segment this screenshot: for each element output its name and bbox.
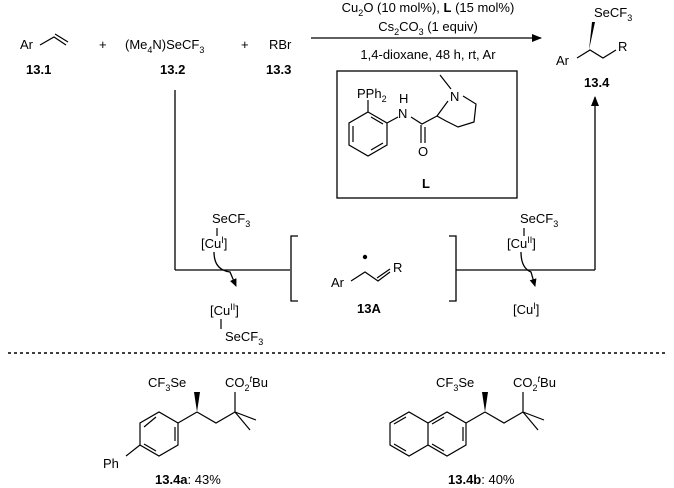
halide-id: 13.3 bbox=[266, 62, 291, 77]
ex-a-ring-double bbox=[143, 416, 176, 452]
reagent-id: 13.2 bbox=[160, 62, 185, 77]
substrate-ar-label: Ar bbox=[20, 37, 34, 52]
radical-13A: Ar R 13A bbox=[331, 254, 402, 316]
left-bracket bbox=[290, 235, 298, 302]
right-cu-reagent: SeCF3 [CuII] bbox=[507, 211, 558, 251]
example-13-4b: CF3Se CO2tBu 13.4b: 40% bbox=[389, 374, 556, 487]
conditions-line-2: Cs2CO3 (1 equiv) bbox=[378, 19, 478, 37]
left-out-cu-ii: [CuII] bbox=[210, 302, 239, 318]
n-bond bbox=[386, 116, 399, 124]
right-cu-ii: [CuII] bbox=[507, 235, 536, 251]
ex-a-ph: Ph bbox=[103, 456, 119, 471]
pph2-label: PPh2 bbox=[357, 86, 387, 104]
amide-n: N bbox=[398, 106, 407, 121]
ex-a-dimethyl bbox=[234, 411, 257, 431]
ex-b-link bbox=[465, 411, 486, 424]
carbonyl-o: O bbox=[418, 144, 428, 159]
left-out-secf3: SeCF3 bbox=[225, 329, 263, 347]
ring-n: N bbox=[450, 89, 459, 104]
right-secf3: SeCF3 bbox=[520, 211, 558, 229]
radical-chain bbox=[350, 268, 391, 282]
ex-b-ring-double bbox=[393, 416, 464, 452]
ligand-box: PPh2 N H O N L bbox=[336, 70, 518, 199]
ex-b-ester: CO2tBu bbox=[513, 374, 556, 393]
product-id: 13.4 bbox=[584, 75, 610, 90]
example-13-4a: CF3Se Ph CO2tBu 13.4a: 43% bbox=[103, 374, 268, 487]
substrate-id: 13.1 bbox=[26, 62, 51, 77]
radical-ar: Ar bbox=[331, 275, 345, 290]
amide-h: H bbox=[399, 91, 408, 106]
product-chain bbox=[576, 49, 617, 59]
ligand-frame bbox=[336, 70, 518, 199]
ex-b-chain bbox=[484, 411, 524, 424]
left-cu-reagent: SeCF3 [CuI] bbox=[201, 211, 250, 251]
ex-a-chain bbox=[196, 411, 236, 424]
plus-sign: + bbox=[99, 37, 107, 52]
halide-13-3: RBr 13.3 bbox=[266, 37, 292, 77]
ex-a-caption: 13.4a: 43% bbox=[155, 472, 221, 487]
ex-a-link bbox=[177, 411, 198, 424]
ligand-label: L bbox=[422, 176, 430, 191]
product-secf3: SeCF3 bbox=[594, 5, 632, 23]
ligand-benzene-ring bbox=[348, 111, 388, 157]
product-r: R bbox=[618, 39, 627, 54]
product-ar: Ar bbox=[556, 53, 570, 68]
ex-b-ring-left bbox=[389, 411, 429, 457]
amide-chain bbox=[410, 115, 438, 125]
ex-a-ph-bond bbox=[125, 444, 141, 457]
ex-b-cf3se: CF3Se bbox=[436, 375, 474, 393]
left-cu-i: [CuI] bbox=[201, 235, 227, 251]
ligand-benzene-double-bonds bbox=[352, 116, 384, 151]
radical-dot bbox=[362, 254, 368, 260]
right-bracket bbox=[449, 235, 457, 302]
ex-a-ester: CO2tBu bbox=[225, 374, 268, 393]
product-wedge bbox=[589, 22, 595, 50]
ex-b-ring-right bbox=[427, 411, 467, 457]
pyrrolidine-ring bbox=[436, 95, 477, 128]
left-cu-product: [CuII] SeCF3 bbox=[210, 302, 263, 347]
ex-a-wedge bbox=[194, 392, 200, 412]
right-out-cu-i: [CuI] bbox=[513, 301, 539, 317]
ex-b-caption: 13.4b: 40% bbox=[448, 472, 515, 487]
ex-b-wedge bbox=[482, 392, 488, 412]
reagent-formula: (Me4N)SeCF3 bbox=[125, 37, 204, 55]
left-curved-arrow bbox=[213, 251, 237, 287]
vinyl-bond bbox=[39, 33, 69, 46]
conditions-line-3: 1,4-dioxane, 48 h, rt, Ar bbox=[360, 47, 496, 62]
plus-sign: + bbox=[241, 37, 249, 52]
ex-a-cf3se: CF3Se bbox=[148, 375, 186, 393]
right-curved-arrow bbox=[520, 251, 537, 287]
conditions-line-1: Cu2O (10 mol%), L (15 mol%) bbox=[342, 0, 515, 18]
left-secf3: SeCF3 bbox=[212, 211, 250, 229]
ex-a-ring bbox=[139, 411, 179, 457]
radical-r: R bbox=[393, 260, 402, 275]
n-methyl bbox=[439, 74, 452, 90]
radical-id: 13A bbox=[357, 301, 381, 316]
substrate-13-1: Ar 13.1 bbox=[20, 33, 69, 77]
reaction-conditions: Cu2O (10 mol%), L (15 mol%) Cs2CO3 (1 eq… bbox=[342, 0, 515, 62]
product-13-4: SeCF3 Ar R 13.4 bbox=[556, 5, 632, 90]
halide-formula: RBr bbox=[269, 37, 292, 52]
reagent-13-2: (Me4N)SeCF3 13.2 bbox=[125, 37, 204, 77]
ex-b-dimethyl bbox=[522, 411, 545, 431]
